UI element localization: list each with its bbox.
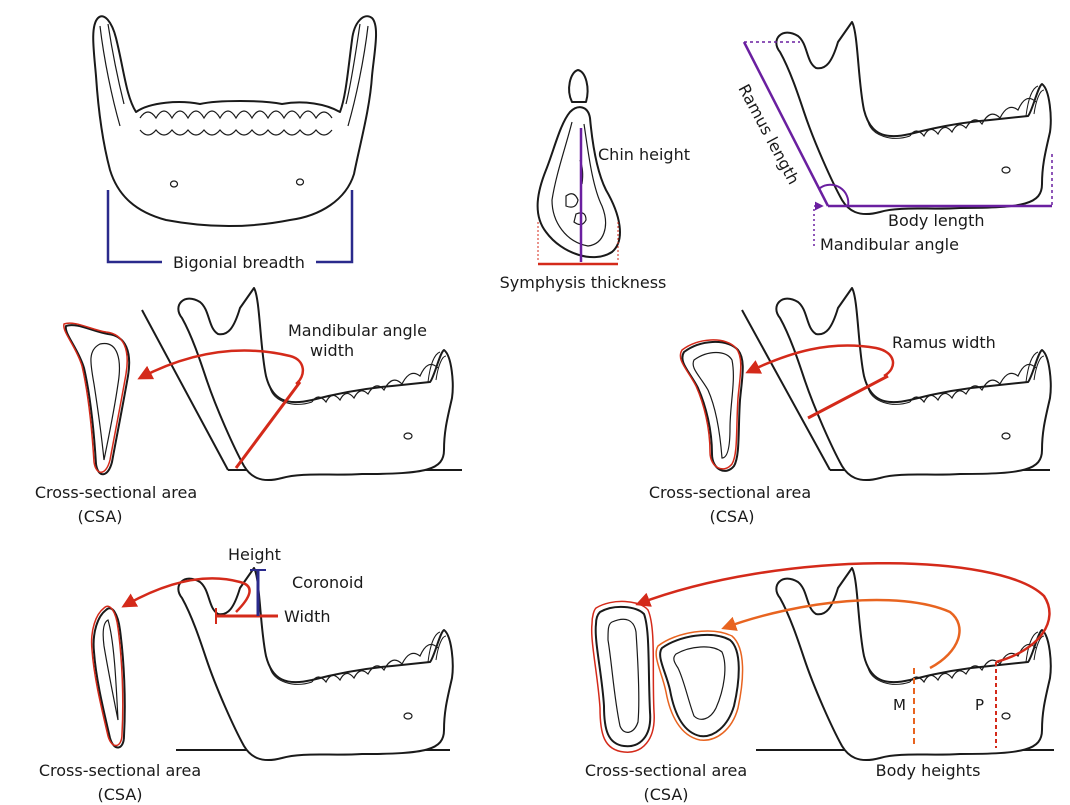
body-length-label: Body length — [888, 211, 984, 230]
panel-body-heights: M P Body heights Cross-sectional area (C… — [585, 563, 1054, 804]
csa-label-1b: (CSA) — [77, 507, 122, 526]
symphysis-section — [538, 107, 620, 257]
incisor-crown — [569, 70, 587, 102]
csa-label-3a: Cross-sectional area — [39, 761, 201, 780]
mandibular-angle-width-label-2: width — [310, 341, 354, 360]
m-marker-label: M — [893, 696, 906, 714]
frontal-mandible — [93, 16, 376, 226]
mandibular-angle-label: Mandibular angle — [820, 235, 959, 254]
ramus-length-label: Ramus length — [734, 81, 803, 188]
bigonial-breadth-label: Bigonial breadth — [173, 253, 305, 272]
panel-symphysis: Chin height Symphysis thickness — [500, 70, 690, 292]
body-csa-section-p — [596, 607, 651, 746]
csa-label-4a: Cross-sectional area — [585, 761, 747, 780]
ramus-width-label: Ramus width — [892, 333, 996, 352]
coronoid-label: Coronoid — [292, 573, 364, 592]
panel-angle-width: Mandibular angle width Cross-sectional a… — [35, 288, 462, 526]
csa-label-2b: (CSA) — [709, 507, 754, 526]
ramus-csa-section — [682, 342, 742, 471]
panel-bigonial: Bigonial breadth — [93, 16, 376, 272]
panel-ramus-width: Ramus width Cross-sectional area (CSA) — [649, 288, 1051, 526]
panel-coronoid: Height Coronoid Width Cross-sectional ar… — [39, 545, 453, 804]
coronoid-height-label: Height — [228, 545, 281, 564]
chin-height-label: Chin height — [598, 145, 690, 164]
csa-label-2a: Cross-sectional area — [649, 483, 811, 502]
body-heights-label: Body heights — [876, 761, 981, 780]
angle-csa-section — [66, 325, 129, 474]
panel-lengths: Ramus length Body length Mandibular angl… — [734, 22, 1052, 254]
coronoid-width-label: Width — [284, 607, 330, 626]
body-csa-section-m — [660, 635, 739, 736]
csa-label-3b: (CSA) — [97, 785, 142, 804]
p-marker-label: P — [975, 696, 984, 714]
csa-label-1a: Cross-sectional area — [35, 483, 197, 502]
mandibular-angle-width-label-1: Mandibular angle — [288, 321, 427, 340]
csa-label-4b: (CSA) — [643, 785, 688, 804]
symphysis-thickness-label: Symphysis thickness — [500, 273, 667, 292]
